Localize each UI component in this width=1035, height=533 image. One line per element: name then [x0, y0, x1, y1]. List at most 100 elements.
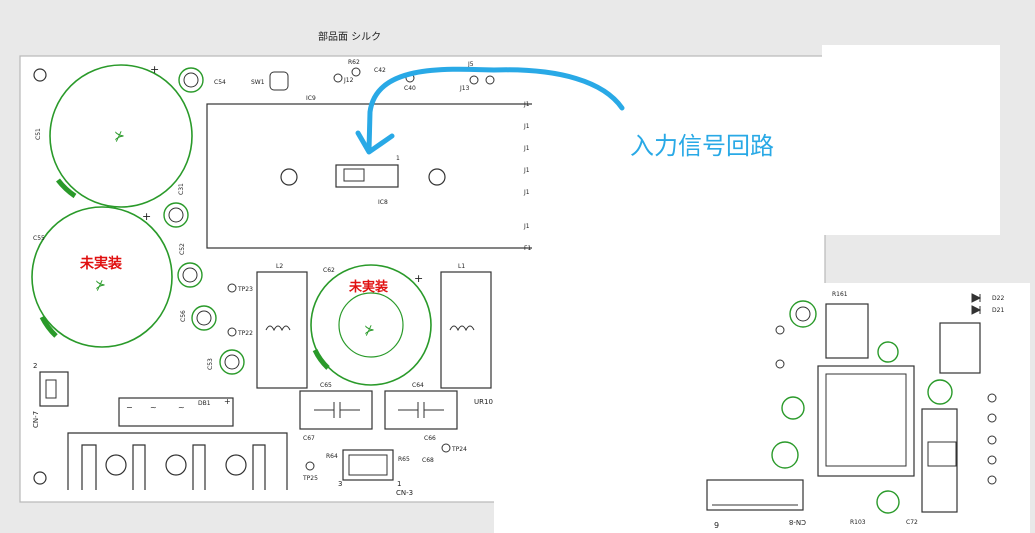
inductor-l1: L1	[440, 263, 492, 389]
test-point-label: TP24	[451, 446, 467, 453]
capacitor-c64: C64	[384, 382, 458, 430]
test-point-tp24: TP24	[441, 443, 467, 453]
capacitor-c57: C53	[207, 349, 245, 375]
test-point-tp22: TP22	[227, 327, 253, 337]
part-label: L2	[276, 263, 283, 270]
part-label: C42	[374, 67, 386, 74]
part-label: R103	[850, 519, 866, 526]
part-label: D21	[992, 307, 1004, 314]
capacitor-label: C53	[207, 358, 214, 370]
part-label: IC8	[378, 199, 388, 206]
connector-label: CN-8	[789, 518, 806, 526]
part-label: J13	[459, 85, 470, 92]
connector-label: J1	[523, 145, 530, 152]
part-label: IC9	[306, 95, 316, 102]
connector-cn7: 2 CN-7	[32, 362, 69, 428]
capacitor-label: C64	[412, 382, 424, 389]
inductor-l2: L2	[256, 263, 308, 389]
svg-text:+: +	[224, 397, 231, 406]
part-label: J12	[343, 77, 354, 84]
part-label: C68	[422, 457, 434, 464]
connector-label: J1	[523, 123, 530, 130]
capacitor-label: C55	[33, 235, 45, 242]
svg-text:~: ~	[178, 403, 185, 412]
capacitor-symbol: ⊁	[95, 278, 106, 293]
part-label: R65	[398, 456, 410, 463]
part-label: UR10	[474, 398, 493, 406]
capacitor-symbol: ⊁	[114, 129, 125, 144]
connector-label: F1	[524, 245, 531, 252]
capacitor-label: C51	[35, 128, 42, 140]
pin-label: 9	[714, 521, 719, 530]
part-label: R62	[348, 59, 360, 66]
capacitor-label: C65	[320, 382, 332, 389]
pin-label: 3	[338, 480, 342, 488]
annotation-arrow	[355, 66, 625, 155]
capacitor-symbol: ⊁	[364, 323, 375, 338]
right-board-crop: D22 D21 R161 C72 R103 9 CN-8	[700, 283, 1030, 533]
part-label: C67	[303, 435, 315, 442]
mounting-hole	[33, 68, 47, 82]
part-label: C66	[424, 435, 436, 442]
connector-label: J1	[523, 189, 530, 196]
test-point-label: TP25	[302, 475, 318, 482]
mounting-hole	[280, 168, 298, 186]
capacitor-c65: C65	[299, 382, 373, 430]
part-label: L1	[458, 263, 465, 270]
connector-label: CN-3	[396, 489, 413, 497]
mounting-hole	[33, 471, 47, 485]
test-point-tp25: TP25	[302, 461, 318, 482]
plus-mark: +	[142, 210, 151, 223]
connector-label: J1	[523, 101, 530, 108]
annotation-label: 入力信号回路	[630, 132, 774, 160]
capacitor-label: C31	[178, 183, 185, 195]
mounting-hole	[428, 168, 446, 186]
connector-label: CN-7	[32, 411, 40, 428]
test-point-label: TP22	[237, 330, 253, 337]
header-title: 部品面 シルク	[318, 30, 381, 43]
part-label: C72	[906, 519, 918, 526]
pin-label: 1	[396, 155, 400, 162]
plus-mark: +	[414, 272, 423, 285]
capacitor-label: C52	[179, 243, 186, 255]
capacitor-c55: C56	[180, 305, 217, 331]
connector-label: J1	[523, 223, 530, 230]
part-label: R161	[832, 291, 848, 298]
part-label: C40	[404, 85, 416, 92]
capacitor-c51: C51 + ⊁	[35, 63, 193, 208]
capacitor-c56: C55 + 未実装 ⊁	[31, 206, 173, 348]
capacitor-c52: C31	[163, 183, 189, 228]
bridge-db1: DB1 − ~ ~ +	[118, 397, 234, 427]
redaction-box	[532, 60, 822, 272]
redaction-box	[74, 357, 172, 376]
heatsink	[67, 432, 288, 490]
not-mounted-label: 未実装	[348, 279, 388, 295]
capacitor-c62: C62 + 未実装 ⊁	[310, 264, 432, 386]
capacitor-label: C62	[323, 267, 335, 274]
pin-label: 2	[33, 362, 37, 370]
capacitor-label: C54	[214, 79, 226, 86]
test-point-label: TP23	[237, 286, 253, 293]
redaction-box	[822, 45, 1000, 235]
capacitor-c54: C54	[178, 67, 226, 93]
not-mounted-label: 未実装	[80, 255, 123, 272]
connector-labels: J1 J1 J1 J1 J1 J1 F1	[523, 101, 531, 252]
pin-label: 1	[397, 480, 401, 488]
svg-text:~: ~	[150, 403, 157, 412]
connector-label: J1	[523, 167, 530, 174]
connector-cn3: 3 1 CN-3	[338, 449, 413, 497]
ic8-chip	[335, 164, 399, 188]
part-label: SW1	[251, 79, 265, 86]
main-ic	[817, 365, 915, 477]
svg-text:−: −	[126, 403, 133, 412]
capacitor-label: C56	[180, 310, 187, 322]
part-label: D22	[992, 295, 1004, 302]
part-label: DB1	[198, 400, 211, 407]
part-label: J5	[467, 61, 474, 68]
plus-mark: +	[150, 63, 159, 76]
part-label: R64	[326, 453, 338, 460]
capacitor-c53: C52	[177, 243, 203, 288]
switch-sw1: SW1	[251, 71, 289, 91]
test-point-tp23: TP23	[227, 283, 253, 293]
